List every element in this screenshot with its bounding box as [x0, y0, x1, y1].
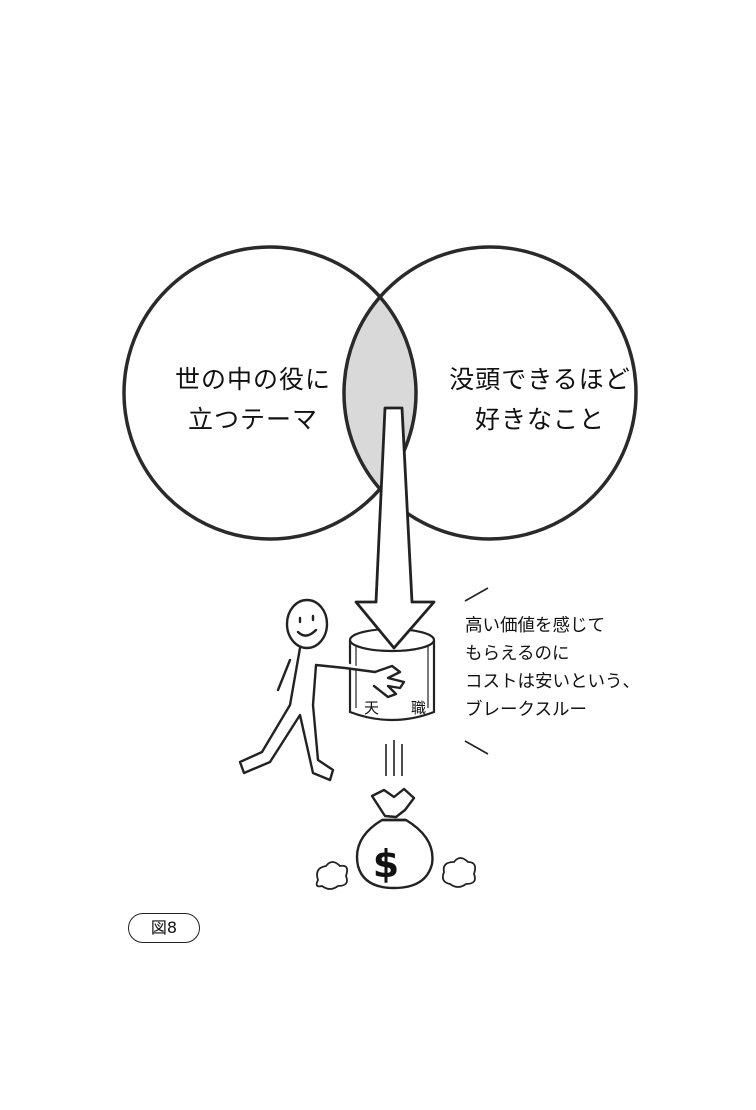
stick-figure-icon	[238, 598, 406, 782]
money-bag-icon	[355, 787, 434, 890]
note-bracket-top	[464, 587, 489, 602]
mug-label-char: 職	[411, 699, 427, 717]
left-circle-line: 世の中の役に	[174, 365, 331, 394]
right-circle-line: 没頭できるほど	[449, 365, 631, 394]
right-circle-line: 好きなこと	[474, 405, 605, 434]
motion-lines	[385, 740, 403, 776]
dust-puff-left-icon	[315, 861, 349, 890]
note-line: もらえるのに	[465, 644, 570, 664]
dust-puff-right-icon	[441, 857, 477, 888]
note-line: ブレークスルー	[465, 700, 587, 720]
note-line: 高い価値を感じて	[465, 616, 605, 636]
note-bracket-bottom	[464, 740, 489, 755]
figure-label: 図8	[128, 913, 200, 943]
left-circle-line: 立つテーマ	[187, 405, 318, 434]
right-circle-label: 没頭できるほど 好きなこと	[440, 360, 640, 440]
mug-label-char: 天	[364, 699, 380, 717]
breakthrough-note: 高い価値を感じて もらえるのに コストは安いという、 ブレークスルー	[465, 612, 640, 724]
dollar-sign: $	[373, 842, 399, 886]
right-circle	[342, 245, 638, 541]
down-arrow-icon	[354, 406, 436, 650]
note-line: コストは安いという、	[465, 672, 640, 692]
left-circle-label: 世の中の役に 立つテーマ	[158, 360, 348, 440]
left-circle	[122, 245, 418, 541]
